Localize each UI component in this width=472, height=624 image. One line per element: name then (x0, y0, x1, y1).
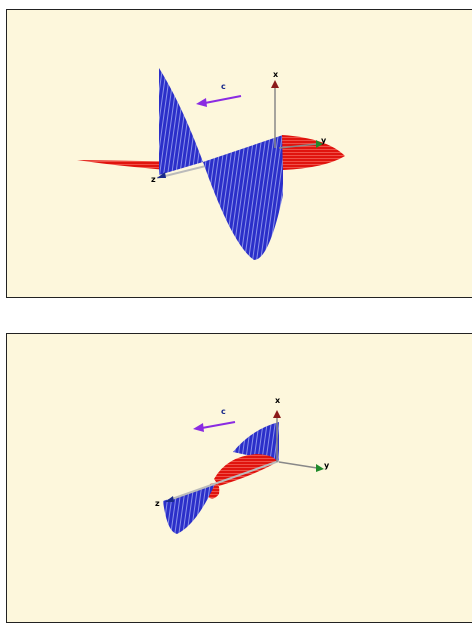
e-field-wave-upper (233, 422, 279, 462)
y-axis-arrowhead (316, 464, 324, 472)
wave-panel-top: z x y c (6, 9, 472, 298)
e-field-wave-lower (203, 135, 283, 260)
z-axis-label: z (155, 499, 160, 508)
z-axis-arrowhead (157, 172, 166, 178)
z-axis-arrowhead (165, 496, 174, 502)
wave-panel-bottom: z x y c (6, 333, 472, 623)
e-field-wave-lower (163, 484, 215, 534)
y-axis (278, 143, 318, 149)
wave-speed-label: c (221, 407, 226, 416)
wave-scene-bottom: z x y c (155, 396, 330, 534)
y-axis (278, 461, 318, 469)
propagation-arrow (201, 421, 236, 429)
y-axis-label: y (321, 136, 327, 145)
y-axis-label: y (324, 461, 330, 470)
propagation-arrowhead (193, 423, 204, 432)
z-axis (168, 460, 280, 501)
e-field-wave-upper (159, 68, 203, 175)
wave-scene-top: z x y c (77, 68, 345, 260)
x-axis-arrowhead (273, 410, 281, 418)
y-axis-arrowhead (316, 140, 323, 148)
b-field-wave-right (282, 135, 345, 170)
wave-speed-label: c (221, 82, 226, 91)
z-axis-label: z (151, 175, 156, 184)
x-axis-label: x (273, 70, 279, 79)
propagation-arrowhead (196, 98, 207, 107)
x-axis-arrowhead (271, 80, 279, 88)
x-axis-label: x (275, 396, 281, 405)
propagation-arrow (204, 95, 242, 104)
